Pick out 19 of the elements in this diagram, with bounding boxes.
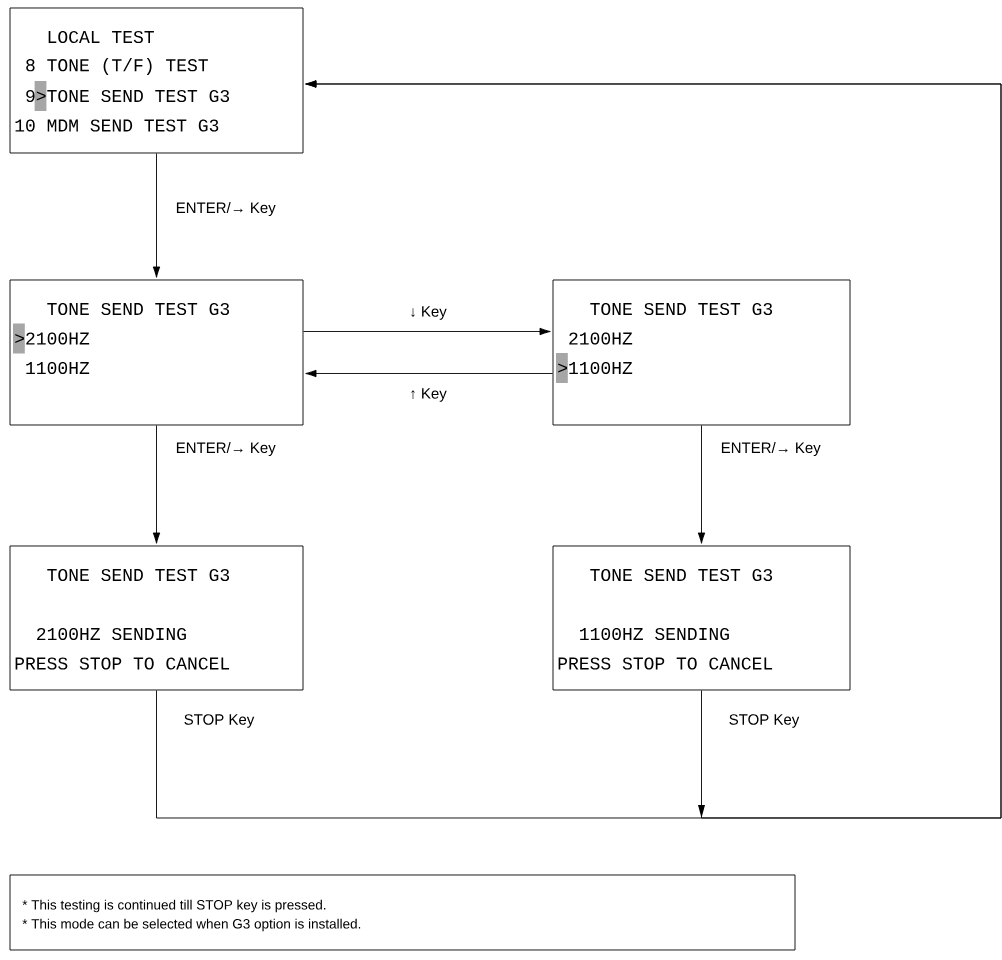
display-screen: TONE SEND TEST G3 2100HZ SENDING PRESS STOP TO CANCEL bbox=[9, 545, 304, 691]
arrow bbox=[152, 153, 161, 278]
arrow bbox=[303, 327, 551, 336]
display-screen: TONE SEND TEST G3 1100HZ SENDING PRESS STOP TO CANCEL bbox=[552, 545, 851, 691]
edge-label: STOP Key bbox=[182, 713, 256, 729]
edge-label: ENTER/→ Key bbox=[719, 441, 822, 457]
edge-label: ENTER/→ Key bbox=[174, 441, 277, 457]
edge-label: STOP Key bbox=[727, 713, 801, 729]
display-screen: TONE SEND TEST G3 >2100HZ 1100HZ bbox=[9, 279, 304, 426]
note-box: * This testing is continued till STOP key is pressed. * This mode can be selected when G3 option is installed. bbox=[9, 874, 796, 951]
edge-label: ↓ Key bbox=[408, 305, 448, 321]
display-screen: LOCAL TEST 8 TONE (T/F) TEST 9>TONE SEND TEST G3 10 MDM SEND TEST G3 bbox=[9, 7, 304, 154]
arrow bbox=[305, 369, 553, 378]
arrow bbox=[305, 80, 1002, 819]
edge-label: ENTER/→ Key bbox=[174, 201, 277, 217]
edge-label: ↑ Key bbox=[408, 387, 448, 403]
arrow bbox=[152, 425, 161, 544]
display-screen: TONE SEND TEST G3 2100HZ >1100HZ bbox=[552, 279, 851, 426]
arrow bbox=[697, 425, 706, 544]
